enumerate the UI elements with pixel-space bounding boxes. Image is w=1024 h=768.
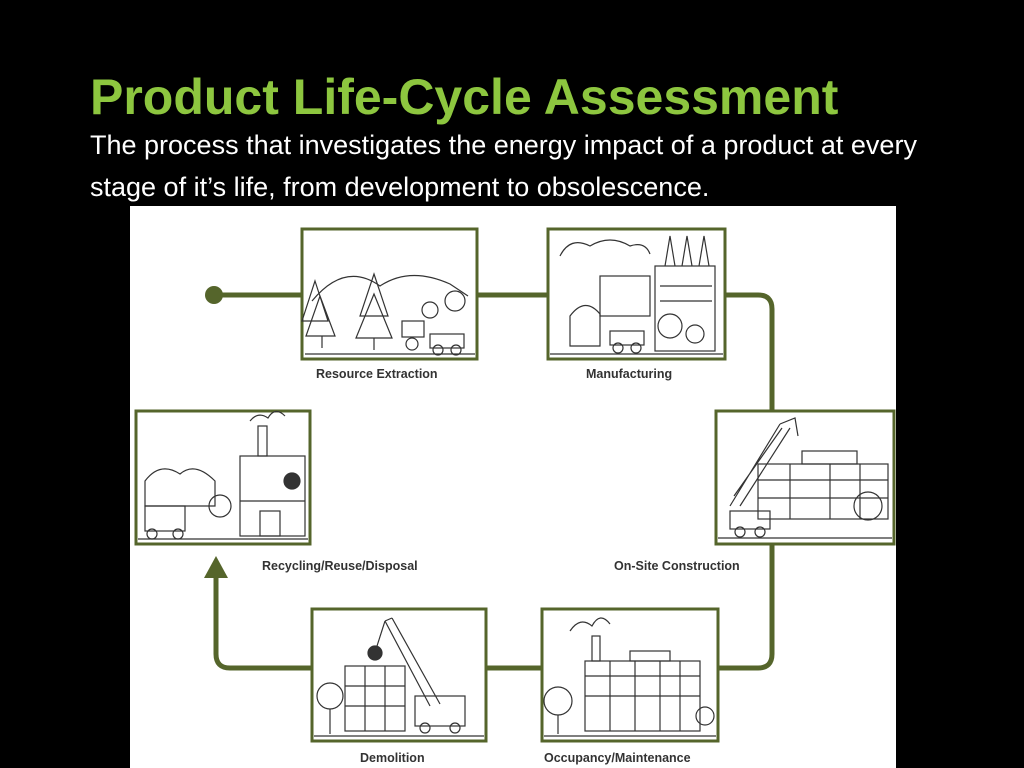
stage-box-recycling [134,409,312,546]
slide-title: Product Life-Cycle Assessment [90,69,839,125]
stage-label-on-site-construction: On-Site Construction [614,559,740,573]
stage-box-demolition [310,607,488,743]
stage-box-on-site-construction [714,409,896,546]
stage-box-manufacturing [546,227,727,361]
flow-path [204,286,775,671]
factory-icon [550,235,723,355]
recycling-facility-icon [138,410,308,540]
stage-label-manufacturing: Manufacturing [586,367,673,381]
occupied-building-icon [543,617,716,737]
slide-subtitle: The process that investigates the energy… [90,130,917,202]
life-cycle-diagram: Resource Extraction Manufacturing On-Sit… [130,206,896,768]
forest-mining-icon [301,272,475,356]
wrecking-ball-icon [314,617,484,737]
stage-label-resource-extraction: Resource Extraction [316,367,438,381]
stage-label-demolition: Demolition [360,751,425,765]
stage-box-occupancy-maintenance [540,607,720,743]
construction-crane-icon [718,417,892,539]
flow-arrowhead [204,556,228,578]
stage-label-recycling: Recycling/Reuse/Disposal [262,559,418,573]
stage-box-resource-extraction [300,227,479,361]
flow-start-dot [205,286,223,304]
stage-label-occupancy-maintenance: Occupancy/Maintenance [544,751,691,765]
